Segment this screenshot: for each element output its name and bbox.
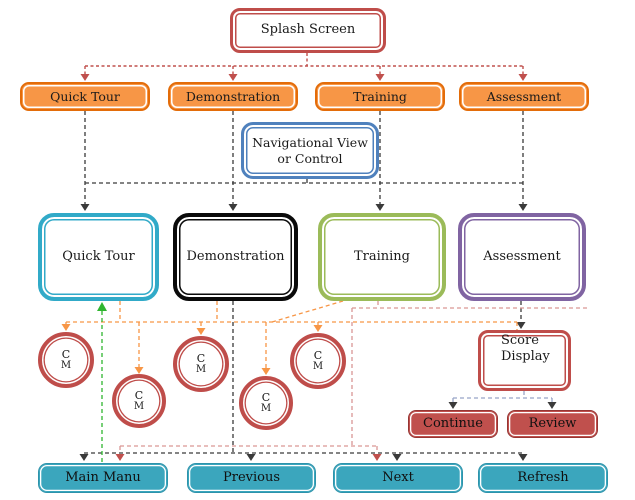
content-module-3: C M: [173, 336, 229, 392]
section-assessment-node: Assessment: [458, 213, 586, 301]
section-quick-tour-node: Quick Tour: [38, 213, 159, 301]
content-module-4: C M: [239, 376, 293, 430]
score-display-node: Score Display: [478, 330, 571, 391]
content-module-label: M: [195, 364, 207, 375]
content-module-label: C: [134, 389, 144, 402]
menu-demonstration-node: Demonstration: [168, 82, 298, 111]
menu-quick-tour-node: Quick Tour: [20, 82, 150, 111]
content-module-label: C: [261, 391, 271, 404]
content-module-label: M: [133, 401, 145, 412]
content-module-5: C M: [290, 333, 346, 389]
previous-node: Previous: [187, 463, 316, 493]
menu-training-node: Training: [315, 82, 445, 111]
main-menu-node: Main Manu: [38, 463, 168, 493]
review-node: Review: [507, 410, 598, 438]
section-demonstration-node: Demonstration: [173, 213, 298, 301]
content-module-label: M: [60, 360, 72, 371]
section-training-node: Training: [318, 213, 446, 301]
next-node: Next: [333, 463, 463, 493]
menu-assessment-node: Assessment: [459, 82, 589, 111]
content-module-label: M: [312, 361, 324, 372]
content-module-label: C: [196, 352, 206, 365]
splash-screen-node: Splash Screen: [230, 8, 386, 53]
content-module-2: C M: [112, 374, 166, 428]
content-module-label: M: [260, 403, 272, 414]
navigational-control-node: Navigational View or Control: [241, 122, 379, 179]
content-module-label: C: [61, 348, 71, 361]
content-module-1: C M: [38, 332, 94, 388]
continue-node: Continue: [408, 410, 498, 438]
content-module-label: C: [313, 349, 323, 362]
refresh-node: Refresh: [478, 463, 608, 493]
